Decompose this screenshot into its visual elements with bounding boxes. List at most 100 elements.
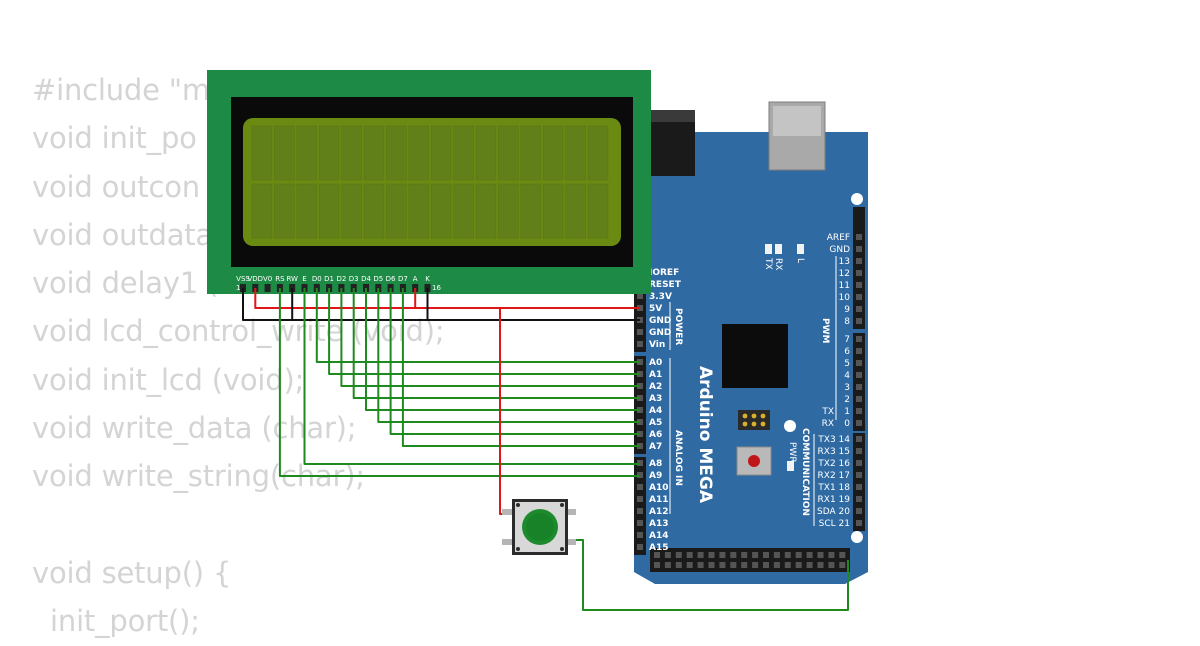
wire-data-d2[interactable]: [340, 288, 640, 387]
header-socket[interactable]: [686, 562, 693, 568]
wire-data-d4[interactable]: [365, 288, 640, 411]
comm-pin-socket[interactable]: [856, 496, 862, 502]
header-socket[interactable]: [664, 562, 671, 568]
power-pin-socket[interactable]: [637, 341, 643, 347]
digital-pin-socket[interactable]: [856, 396, 862, 402]
comm-pin-socket[interactable]: [856, 520, 862, 526]
analog-pin-socket[interactable]: [637, 496, 643, 502]
header-socket[interactable]: [708, 562, 715, 568]
header-socket[interactable]: [697, 562, 704, 568]
header-socket[interactable]: [654, 562, 660, 568]
wire-vss-gnd[interactable]: [242, 288, 640, 321]
lcd-cell: [274, 125, 295, 181]
header-socket[interactable]: [839, 562, 846, 568]
digital-pin-socket[interactable]: [856, 246, 862, 252]
push-button[interactable]: [502, 499, 576, 555]
wire-data-d6[interactable]: [389, 288, 640, 435]
wire-data-d5[interactable]: [377, 288, 640, 423]
comm-pin-socket[interactable]: [856, 436, 862, 442]
digital-pin-socket[interactable]: [856, 294, 862, 300]
comm-pin-socket[interactable]: [856, 448, 862, 454]
pwr-led-label: PWR: [787, 442, 797, 463]
wire-data-d1[interactable]: [328, 288, 640, 375]
digital-pin-socket[interactable]: [856, 234, 862, 240]
digital-pin-socket[interactable]: [856, 360, 862, 366]
header-socket[interactable]: [784, 562, 791, 568]
header-socket[interactable]: [795, 562, 802, 568]
comm-pin-socket[interactable]: [856, 460, 862, 466]
wire-data-d7[interactable]: [401, 288, 640, 447]
header-socket[interactable]: [752, 552, 759, 558]
header-socket[interactable]: [730, 552, 737, 558]
power-pin-socket[interactable]: [637, 293, 643, 299]
digital-pin-socket[interactable]: [856, 408, 862, 414]
wire-rs-a8[interactable]: [278, 288, 640, 477]
mounting-hole: [784, 420, 796, 432]
header-socket[interactable]: [817, 562, 824, 568]
digital-pin-socket[interactable]: [856, 318, 862, 324]
header-socket[interactable]: [828, 562, 835, 568]
header-socket[interactable]: [730, 562, 737, 568]
digital-pin-socket[interactable]: [856, 384, 862, 390]
header-socket[interactable]: [697, 552, 704, 558]
header-socket[interactable]: [784, 552, 791, 558]
header-socket[interactable]: [773, 562, 780, 568]
digital-pin-socket[interactable]: [856, 258, 862, 264]
lcd-pin-label: VDD: [248, 275, 264, 283]
header-socket[interactable]: [806, 562, 813, 568]
digital-pin-socket[interactable]: [856, 348, 862, 354]
header-socket[interactable]: [654, 552, 660, 558]
lcd-cell: [453, 183, 474, 239]
header-socket[interactable]: [817, 552, 824, 558]
digital-pin-socket[interactable]: [856, 306, 862, 312]
wire-data-d0[interactable]: [315, 288, 640, 363]
wire-data-d3[interactable]: [352, 288, 640, 399]
digital-pin-socket[interactable]: [856, 336, 862, 342]
header-socket[interactable]: [741, 552, 748, 558]
header-socket[interactable]: [763, 562, 769, 568]
header-socket[interactable]: [839, 552, 846, 558]
comm-pin-label: SCL 21: [819, 519, 850, 529]
lcd-pin[interactable]: [264, 284, 271, 292]
analog-pin-socket[interactable]: [637, 520, 643, 526]
header-socket[interactable]: [763, 552, 769, 558]
header-socket[interactable]: [773, 552, 780, 558]
power-pin-socket[interactable]: [637, 329, 643, 335]
header-socket[interactable]: [828, 552, 835, 558]
header-socket[interactable]: [719, 552, 726, 558]
analog-pin-socket[interactable]: [637, 508, 643, 514]
code-line: void init_po: [32, 121, 197, 156]
comm-pin-label: RX3 15: [818, 447, 850, 457]
comm-pin-socket[interactable]: [856, 472, 862, 478]
header-socket[interactable]: [719, 562, 726, 568]
header-socket[interactable]: [752, 562, 759, 568]
header-socket[interactable]: [806, 552, 813, 558]
header-socket[interactable]: [686, 552, 693, 558]
comm-pin-socket[interactable]: [856, 508, 862, 514]
reset-button[interactable]: [736, 446, 772, 476]
wire-button-digital[interactable]: [572, 539, 849, 611]
digital-pin-socket[interactable]: [856, 420, 862, 426]
analog-pin-label: A10: [649, 483, 669, 493]
header-socket[interactable]: [664, 552, 671, 558]
lcd-cell: [363, 125, 385, 181]
analog-pin-socket[interactable]: [637, 544, 643, 550]
header-socket[interactable]: [795, 552, 802, 558]
header-socket[interactable]: [675, 562, 682, 568]
wire-e-a9[interactable]: [303, 288, 641, 465]
header-socket[interactable]: [708, 552, 715, 558]
arduino-mega-board[interactable]: TX RX L PWR Arduino MEGA POWER ANALOG IN…: [634, 101, 868, 584]
lcd-pin-label: RS: [275, 275, 285, 283]
comm-pin-label: RX2 17: [818, 471, 850, 481]
digital-pin-socket[interactable]: [856, 372, 862, 378]
analog-pin-socket[interactable]: [637, 484, 643, 490]
analog-pin-socket[interactable]: [637, 532, 643, 538]
digital-pin-socket[interactable]: [856, 270, 862, 276]
header-socket[interactable]: [675, 552, 682, 558]
digital-pin-prefix: TX: [821, 407, 834, 417]
comm-pin-socket[interactable]: [856, 484, 862, 490]
digital-pin-socket[interactable]: [856, 282, 862, 288]
header-socket[interactable]: [741, 562, 748, 568]
